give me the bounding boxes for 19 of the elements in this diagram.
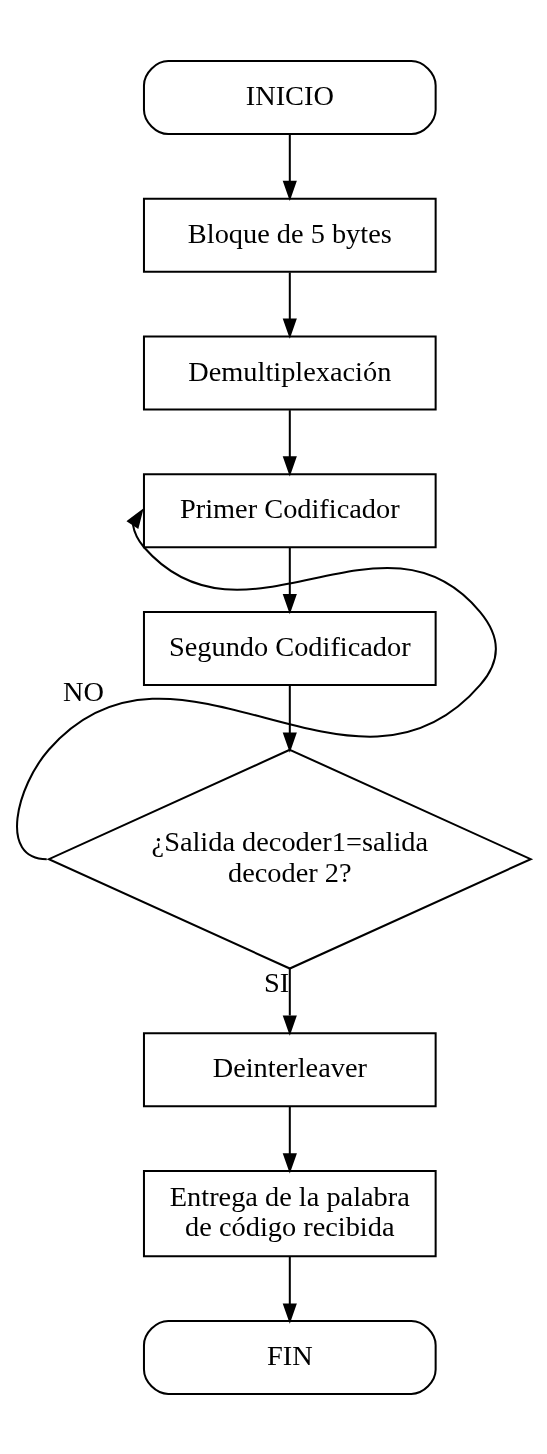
arrow (16, 507, 497, 860)
node-diamond: ¿Salida decoder1=salida decoder 2? (46, 748, 534, 970)
node-box: Segundo Codificador (142, 610, 437, 686)
node-box: Entrega de la palabra de código recibida (142, 1169, 437, 1257)
arrow (282, 685, 297, 753)
node-box: INICIO (142, 59, 437, 135)
arrow (282, 1256, 297, 1324)
node-box: Bloque de 5 bytes (142, 197, 437, 273)
arrow (282, 547, 297, 614)
arrow (282, 134, 297, 201)
arrow (282, 968, 297, 1036)
node-box: Demultiplexación (142, 335, 437, 410)
node-box: FIN (142, 1319, 437, 1395)
arrow (282, 1105, 297, 1174)
node-box: Deinterleaver (142, 1031, 437, 1107)
node-box: Primer Codificador (142, 472, 437, 548)
arrow (282, 409, 297, 476)
edge-label: NO (62, 675, 104, 707)
arrow (282, 271, 297, 339)
